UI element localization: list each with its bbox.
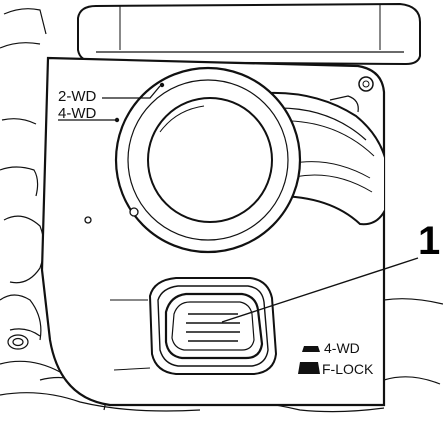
label-4wd: 4-WD <box>58 105 96 122</box>
four-wd-leader-dot <box>114 117 120 123</box>
two-wd-leader-dot <box>159 82 165 88</box>
callout-leader-line <box>221 257 419 323</box>
mode-switch-button[interactable] <box>164 292 264 360</box>
mode-4wd-icon <box>302 346 320 352</box>
label-mode-4wd: 4-WD <box>324 340 360 356</box>
mode-flock-icon <box>298 362 320 374</box>
callout-number-1: 1 <box>418 219 440 263</box>
label-mode-flock: F-LOCK <box>322 361 374 377</box>
label-2wd: 2-WD <box>58 88 96 105</box>
top-cover <box>77 2 421 66</box>
position-leader-lines <box>58 85 161 121</box>
shift-lever-housing <box>84 66 384 254</box>
